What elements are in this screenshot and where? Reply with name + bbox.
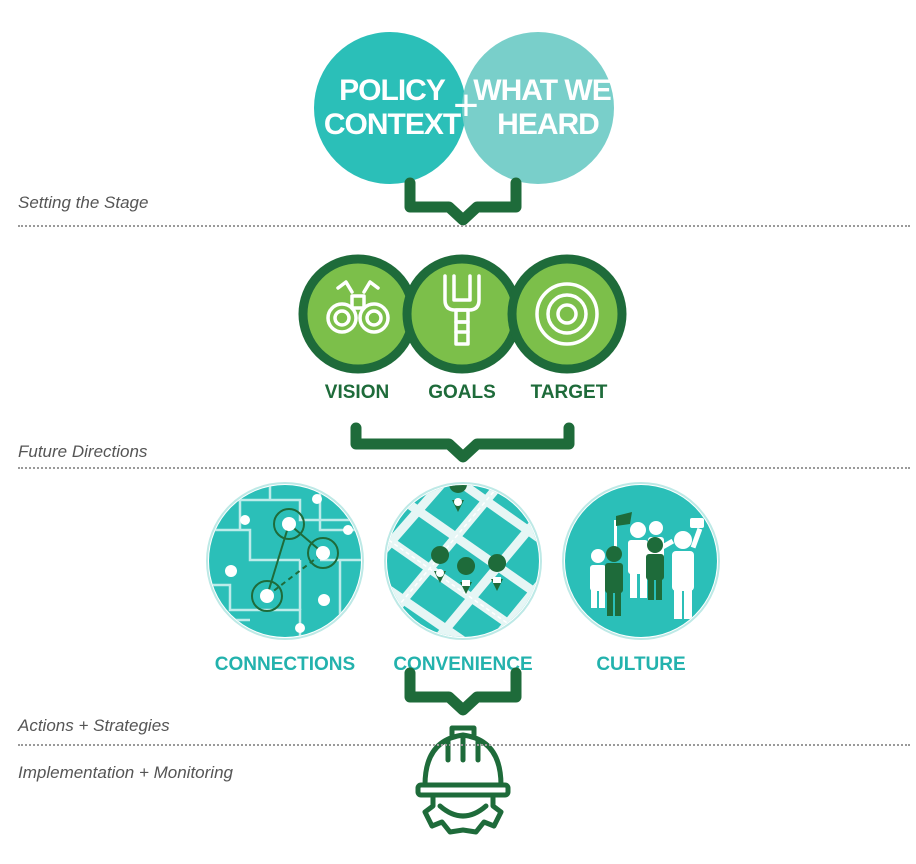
vision-circle: [298, 254, 418, 374]
city-grid-map-icon: [384, 482, 542, 640]
section-label-setting-the-stage: Setting the Stage: [18, 193, 149, 212]
bracket-arrow-icon: [404, 177, 522, 226]
principles-group: VISION GOALS TARGET: [298, 254, 627, 403]
network-map-icon: [206, 482, 364, 640]
theme-label-convenience: CONVENIENCE: [393, 654, 532, 675]
policy-left-line1: POLICY: [339, 74, 446, 107]
plus-sign: +: [453, 81, 479, 130]
policy-right-line1: WHAT WE: [473, 74, 610, 107]
target-circle: [507, 254, 627, 374]
divider-line: [18, 744, 910, 746]
principle-label-target: TARGET: [531, 382, 608, 403]
principle-label-vision: VISION: [325, 382, 389, 403]
theme-label-connections: CONNECTIONS: [215, 654, 355, 675]
divider-line: [18, 225, 910, 227]
principle-label-goals: GOALS: [428, 382, 496, 403]
section-label-actions-strategies: Actions + Strategies: [18, 716, 170, 735]
divider-line: [18, 467, 910, 469]
target-icon: [535, 282, 599, 346]
policy-venn: POLICY CONTEXT + WHAT WE HEARD: [314, 32, 614, 184]
what-we-heard-circle: [462, 32, 614, 184]
policy-context-circle: [314, 32, 466, 184]
goal-post-icon: [443, 274, 481, 346]
policy-left-line2: CONTEXT: [324, 108, 461, 141]
section-label-future-directions: Future Directions: [18, 442, 148, 461]
goals-circle: [402, 254, 522, 374]
theme-label-culture: CULTURE: [596, 654, 685, 675]
binoculars-icon: [326, 280, 390, 334]
bracket-arrow-icon: [350, 422, 575, 463]
people-celebrating-icon: [562, 482, 720, 640]
policy-right-line2: HEARD: [497, 108, 599, 141]
bracket-arrow-icon: [404, 667, 522, 716]
section-label-implementation-monitoring: Implementation + Monitoring: [18, 763, 233, 782]
